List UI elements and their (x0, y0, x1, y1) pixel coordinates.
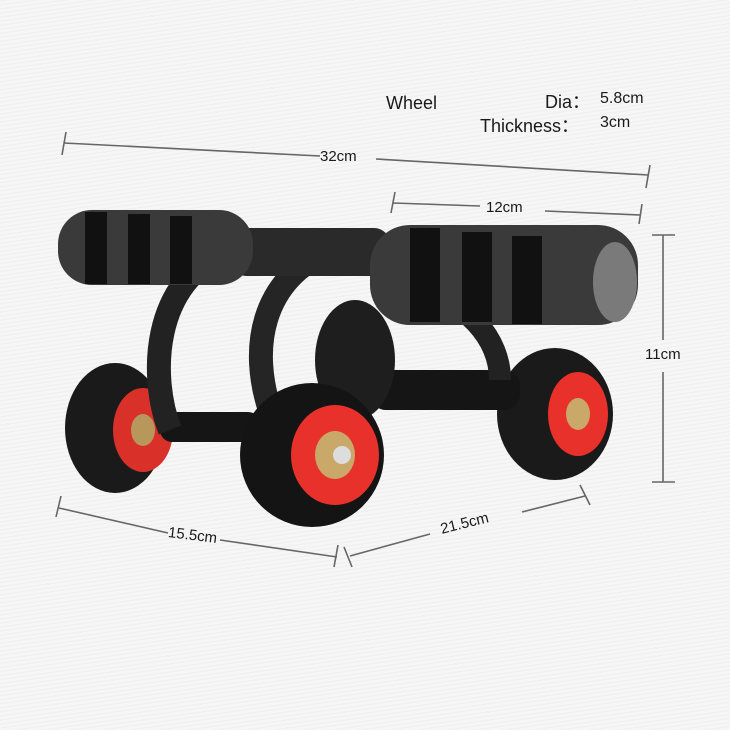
wheel-dia-label: Dia： (545, 92, 591, 112)
front-left-wheel (240, 383, 384, 527)
wheel-dia-value: 5.8cm (600, 90, 644, 107)
front-axle (160, 412, 260, 442)
back-left-wheel (65, 363, 173, 493)
dim-total-length: 32cm (320, 148, 357, 165)
back-right-wheel (497, 348, 613, 480)
wheel-thickness-label: Thickness： (480, 116, 580, 136)
handle-bar (58, 210, 638, 325)
wheel-spec-title: Wheel (386, 93, 438, 113)
dim-height: 11cm (645, 346, 681, 363)
dimension-lines (55, 131, 675, 568)
dim-handle-length: 12cm (486, 199, 523, 216)
rear-axle (370, 370, 520, 410)
wheel-thickness-value: 3cm (600, 114, 631, 131)
